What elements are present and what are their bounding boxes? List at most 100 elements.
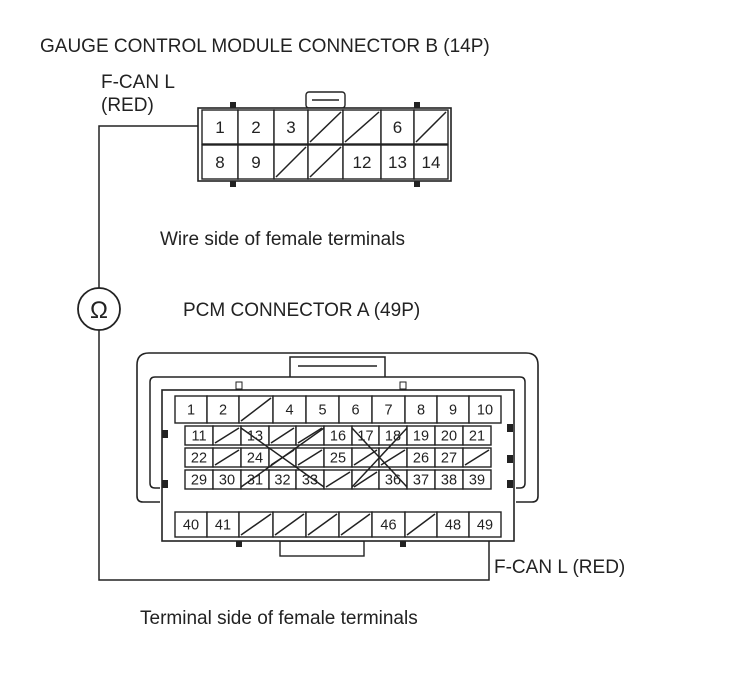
connector-a-latch <box>289 356 386 377</box>
connector-a-pin <box>295 447 325 468</box>
connector-a-tab <box>236 541 242 547</box>
connector-a-pin <box>323 469 353 490</box>
pin-number: 39 <box>469 473 485 489</box>
connector-b-tab <box>414 102 420 108</box>
connector-a-pin <box>212 425 242 446</box>
connector-a-pin: 46 <box>371 511 406 538</box>
pin-number: 9 <box>251 153 260 172</box>
connector-a-pin <box>238 395 274 424</box>
pin-number: 14 <box>422 153 441 172</box>
empty-cavity-slash <box>240 397 272 422</box>
empty-cavity-slash <box>214 427 240 444</box>
empty-cavity-slash <box>297 449 323 466</box>
connector-a-tab <box>399 381 407 390</box>
connector-b-tab <box>230 181 236 187</box>
pin-number: 5 <box>318 403 326 419</box>
connector-a-pin: 16 <box>323 425 353 446</box>
pin-number: 48 <box>445 518 461 534</box>
empty-cavity-slash <box>344 111 380 143</box>
connector-a-pin <box>404 511 438 538</box>
connector-b-pin: 2 <box>237 109 275 145</box>
connector-a-pin: 32 <box>268 469 297 490</box>
blocked-cavity-cross <box>351 427 408 488</box>
connector-a-pin <box>462 447 492 468</box>
empty-cavity-slash <box>415 111 447 143</box>
connector-a-pin: 33 <box>295 469 325 490</box>
pin-number: 6 <box>393 118 402 137</box>
pin-number: 3 <box>286 118 295 137</box>
connector-a-pin <box>272 511 307 538</box>
pin-number: 31 <box>247 473 263 489</box>
connector-a-pin: 4 <box>272 395 307 424</box>
connector-a-pin: 22 <box>184 447 214 468</box>
ohmmeter-icon: Ω <box>77 287 121 331</box>
connector-a-pin: 20 <box>434 425 464 446</box>
pin-number: 8 <box>417 403 425 419</box>
connector-a-bottom-key <box>279 540 365 557</box>
connector-b-pin <box>273 144 309 180</box>
connector-a-pin: 7 <box>371 395 406 424</box>
blocked-cavity-cross <box>240 427 325 488</box>
wire-label-top-line1: F-CAN L <box>101 72 175 93</box>
connector-a-pin: 24 <box>240 447 270 468</box>
connector-b-pin: 6 <box>380 109 415 145</box>
wire-label-top-line2: (RED) <box>101 95 154 116</box>
connector-b-tab <box>230 102 236 108</box>
pin-number: 21 <box>469 429 485 445</box>
connector-a-pin: 11 <box>184 425 214 446</box>
connector-a-pin: 2 <box>206 395 240 424</box>
caption-connector-a: Terminal side of female terminals <box>140 608 418 629</box>
pin-number: 26 <box>413 451 429 467</box>
empty-cavity-slash <box>325 471 351 488</box>
pin-number: 30 <box>219 473 235 489</box>
connector-a-pin: 38 <box>434 469 464 490</box>
connector-a-pin: 8 <box>404 395 438 424</box>
connector-a-pin <box>212 447 242 468</box>
pin-number: 25 <box>330 451 346 467</box>
connector-a-pin: 13 <box>240 425 270 446</box>
connector-b-tab <box>414 181 420 187</box>
pin-number: 2 <box>219 403 227 419</box>
pin-number: 36 <box>385 473 401 489</box>
connector-a-pin: 41 <box>206 511 240 538</box>
pin-number: 37 <box>413 473 429 489</box>
connector-a-pin: 6 <box>338 395 373 424</box>
pin-number: 46 <box>380 518 396 534</box>
connector-a-tab <box>400 541 406 547</box>
connector-a-outer-shell <box>136 352 539 503</box>
pin-number: 41 <box>215 518 231 534</box>
connector-b-pin <box>342 109 382 145</box>
connector-b-pin: 12 <box>342 144 382 180</box>
wire-label-bottom: F-CAN L (RED) <box>494 557 625 578</box>
pin-number: 10 <box>477 403 493 419</box>
connector-a-pin <box>268 425 297 446</box>
pin-number: 32 <box>274 473 290 489</box>
empty-cavity-slash <box>353 471 378 488</box>
pin-number: 20 <box>441 429 457 445</box>
connector-a-pin <box>238 511 274 538</box>
connector-a-pin: 37 <box>406 469 436 490</box>
connector-a-tab <box>507 455 513 463</box>
pin-number: 24 <box>247 451 263 467</box>
empty-cavity-slash <box>353 449 378 466</box>
pin-number: 8 <box>215 153 224 172</box>
empty-cavity-slash <box>406 513 436 536</box>
connector-b-pin <box>413 109 449 145</box>
connector-a-tab <box>507 480 513 488</box>
connector-b-pin: 8 <box>201 144 239 180</box>
pin-number: 7 <box>384 403 392 419</box>
pin-number: 11 <box>191 429 206 445</box>
connector-a-pin <box>378 447 408 468</box>
empty-cavity-slash <box>270 427 295 444</box>
title-connector-b: GAUGE CONTROL MODULE CONNECTOR B (14P) <box>40 36 490 57</box>
empty-cavity-slash <box>214 449 240 466</box>
pin-number: 17 <box>357 429 373 445</box>
connector-a-tab <box>162 480 168 488</box>
connector-b-pin <box>307 144 344 180</box>
connector-a-pin: 17 <box>351 425 380 446</box>
connector-a-pin: 10 <box>468 395 502 424</box>
connector-b-pin: 14 <box>413 144 449 180</box>
connector-a-pin: 21 <box>462 425 492 446</box>
connector-a-pin: 18 <box>378 425 408 446</box>
